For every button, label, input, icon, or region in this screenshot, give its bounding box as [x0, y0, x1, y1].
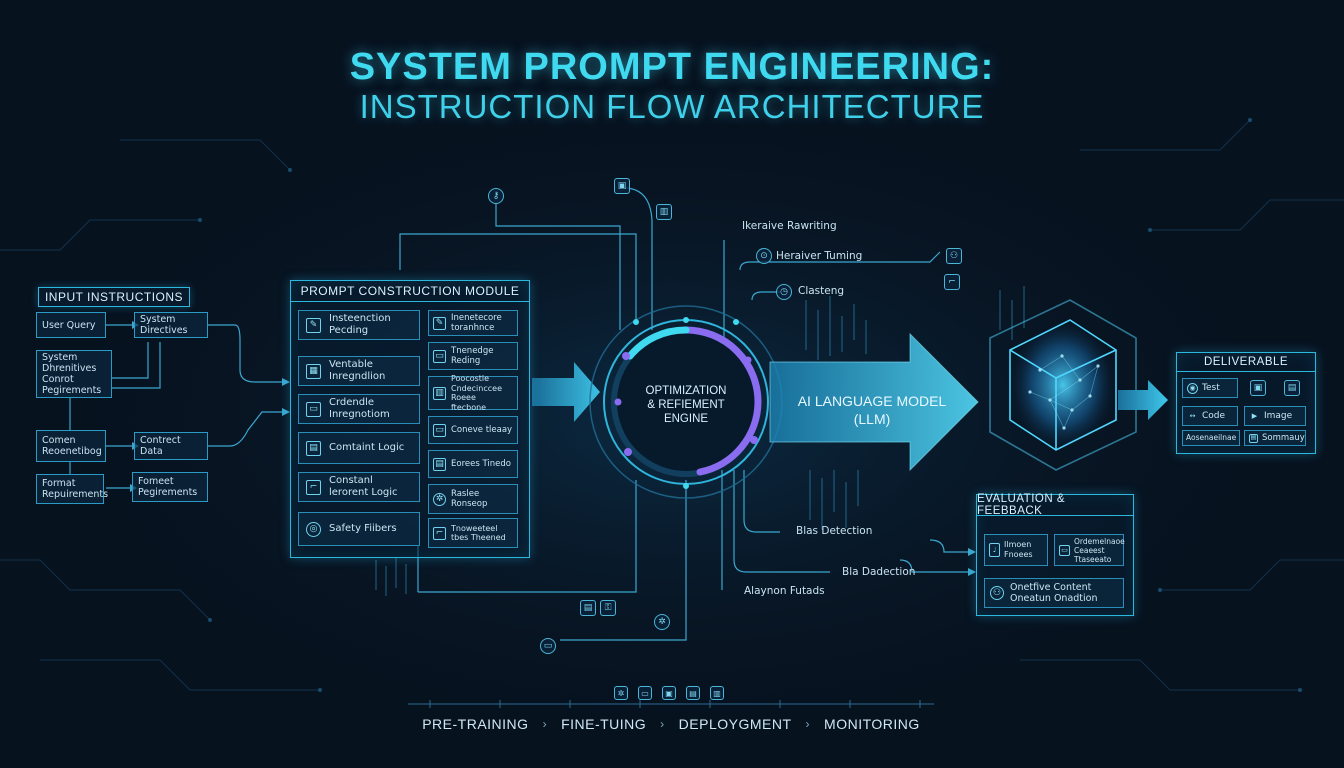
deliverable-item-image[interactable]: ▶ Image [1244, 406, 1306, 426]
module-item-right-4[interactable]: ▭ Coneve tleaay [428, 416, 518, 444]
gear-icon: ✲ [433, 492, 446, 506]
module-item-constraint-logic[interactable]: ▤ Comtaint Logic [298, 432, 420, 464]
document-icon[interactable]: ▤ [1284, 380, 1300, 396]
module-item-constant-logic[interactable]: ⌐ Constanl lerorent Logic [298, 472, 420, 502]
key-icon: ⚷ [488, 188, 504, 204]
grid-icon: ▦ [306, 363, 321, 379]
deliverable-item-assessment[interactable]: Aosenaeilnae [1182, 430, 1240, 446]
play-icon: ▶ [1251, 412, 1258, 420]
label-clasteng: Clasteng [798, 285, 845, 297]
module-item-instruction-parsing[interactable]: ✎ Insteenction Pecding [298, 310, 420, 340]
chat-icon: ▭ [540, 638, 556, 654]
chat-icon: ▭ [638, 686, 652, 700]
code-icon: ⌐ [306, 479, 321, 495]
label-bias-detection: Blas Detection [796, 525, 873, 537]
chat-icon: ▭ [1059, 544, 1070, 556]
gear-icon: ✲ [654, 614, 670, 630]
factory-icon: ▥ [656, 204, 672, 220]
engine-line-2: & REFIEMENT [647, 399, 725, 411]
label-bias-detection-2: Bla Dadection [842, 566, 916, 578]
document-icon: ▤ [580, 600, 596, 616]
evaluation-item-2[interactable]: ▭ Ordemelnaoe Ceaeest Ttaseeato [1054, 534, 1125, 566]
deliverable-item-text[interactable]: ◉ Test [1182, 378, 1238, 398]
globe-icon: ◉ [1187, 382, 1198, 394]
stage-deployment: DEPLOYGMENT [678, 716, 792, 732]
stage-monitoring: MONITORING [824, 716, 920, 732]
input-item-format-requirements[interactable]: Format Repuirements [36, 474, 108, 504]
label-iterative-tuning: Heraiver Tuming [776, 250, 863, 262]
shield-icon: ◎ [306, 521, 321, 537]
optimization-engine: OPTIMIZATION & REFIEMENT ENGINE [626, 384, 746, 426]
edit-icon: ✎ [306, 317, 321, 333]
stage-separator-2: › [660, 717, 665, 731]
module-item-right-3[interactable]: ▥ Poocostle Cndecinccee Roeee ftecbone [428, 374, 518, 412]
label-iterative-rewriting: Ikeraive Rawriting [742, 220, 837, 232]
evaluation-item-3[interactable]: ⚇ Onetfive Content Oneatun Onadtion [984, 578, 1124, 608]
filter-icon: ▥ [433, 386, 446, 400]
module-item-right-1[interactable]: ✎ Inenetecore toranhnce [428, 310, 518, 336]
input-item-content-reference[interactable]: Comen Reoenetibog [36, 430, 106, 462]
module-item-context-integration[interactable]: ▭ Crdendle Inregnotiom [298, 394, 420, 424]
input-item-user-query[interactable]: User Query [36, 312, 106, 338]
label-alaynon-futads: Alaynon Futads [744, 585, 825, 597]
image-icon[interactable]: ▣ [1250, 380, 1266, 396]
edit-icon: ✎ [433, 316, 446, 330]
input-item-format-requirements-2[interactable]: Fomeet Pegirements [132, 472, 208, 502]
document-icon: ▤ [433, 457, 446, 471]
chat-icon: ▭ [306, 401, 321, 417]
module-item-variable-integration[interactable]: ▦ Ventable Inregndlion [298, 356, 420, 386]
llm-line-2: (LLM) [853, 411, 891, 427]
user-icon: ⚇ [990, 586, 1004, 600]
llm-line-1: AI LANGUAGE MODEL [797, 393, 947, 409]
module-item-right-5[interactable]: ▤ Eorees Tinedo [428, 450, 518, 478]
input-item-context-data[interactable]: Contrect Data [134, 432, 208, 460]
stage-separator-3: › [805, 717, 811, 731]
file-icon: ▥ [710, 686, 724, 700]
clock-icon: ◷ [776, 284, 792, 300]
lock-icon: ⚿ [600, 600, 616, 616]
stage-pre-training: PRE-TRAINING [422, 716, 529, 732]
document-icon: ♩ [989, 543, 1000, 557]
chart-icon: ▣ [614, 178, 630, 194]
module-item-safety-filters[interactable]: ◎ Safety Fiibers [298, 512, 420, 546]
deliverable-item-code[interactable]: ↔ Code [1182, 406, 1238, 426]
page-title: SYSTEM PROMPT ENGINEERING: [349, 46, 995, 88]
module-item-right-6[interactable]: ✲ Raslee Ronseop [428, 484, 518, 514]
chat-icon: ▭ [433, 423, 446, 437]
document-icon: ▤ [686, 686, 700, 700]
input-item-system-requirements[interactable]: System Dhrenitives Conrot Pegirements [36, 350, 112, 398]
evaluation-item-1[interactable]: ♩ Ilmoen Fnoees [984, 534, 1048, 566]
deliverable-title: DELIVERABLE [1177, 353, 1315, 372]
evaluation-title: EVALUATION & FEEBBACK [977, 493, 1133, 517]
stage-separator-1: › [542, 717, 548, 731]
gear-icon: ✲ [614, 686, 628, 700]
input-instructions-title: INPUT INSTRUCTIONS [38, 287, 190, 307]
code-icon: ⌐ [944, 274, 960, 290]
user-icon: ⚇ [946, 248, 962, 264]
module-item-right-7[interactable]: ⌐ Tnoweeteel tbes Theened [428, 518, 518, 548]
engine-line-1: OPTIMIZATION [645, 385, 727, 397]
stage-fine-tuning: FINE-TUING [561, 716, 647, 732]
code-icon: ↔ [1189, 412, 1196, 420]
module-item-right-2[interactable]: ▭ Tnenedge Reding [428, 342, 518, 370]
llm-label: AI LANGUAGE MODEL (LLM) [780, 392, 964, 428]
bottom-flow: PRE-TRAINING › FINE-TUING › DEPLOYGMENT … [408, 716, 934, 732]
input-item-system-directives[interactable]: System Directives [134, 312, 208, 338]
prompt-module-title: PROMPT CONSTRUCTION MODULE [291, 281, 529, 302]
chat-icon: ▭ [433, 349, 446, 363]
engine-line-3: ENGINE [663, 413, 709, 425]
document-icon: ▤ [306, 440, 321, 456]
image-icon: ▣ [662, 686, 676, 700]
document-icon: ▤ [1249, 433, 1258, 443]
lock-icon: ⊙ [756, 248, 772, 264]
deliverable-item-summary[interactable]: ▤ Sommauy [1244, 430, 1306, 446]
code-icon: ⌐ [433, 526, 446, 540]
page-subtitle: INSTRUCTION FLOW ARCHITECTURE [359, 88, 985, 125]
